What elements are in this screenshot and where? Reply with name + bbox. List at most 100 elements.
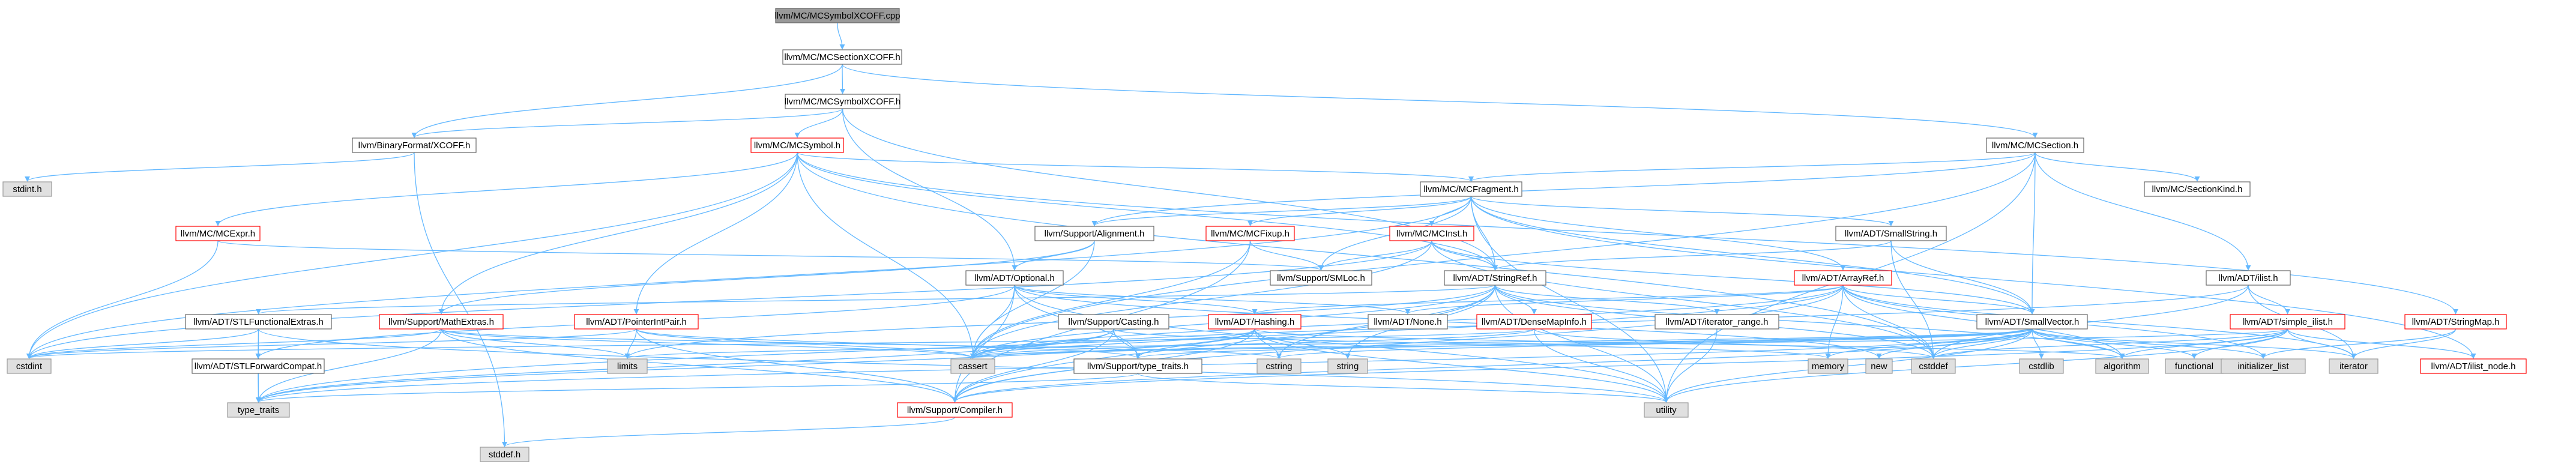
node-label: llvm/ADT/Optional.h (974, 273, 1054, 283)
node-label: llvm/Support/Alignment.h (1045, 229, 1145, 239)
node-llvm-binaryformat-xcoff-h[interactable]: llvm/BinaryFormat/XCOFF.h (352, 137, 477, 153)
node-llvm-adt-densemapinfo-h[interactable]: llvm/ADT/DenseMapInfo.h (1476, 314, 1592, 330)
node-label: utility (1656, 405, 1677, 415)
node-label: stddef.h (489, 450, 520, 460)
node-label: cstdint (16, 361, 43, 372)
edge-root-to-sectxcoff (837, 22, 845, 50)
node-llvm-mc-mcsymbol-h[interactable]: llvm/MC/MCSymbol.h (750, 137, 844, 153)
node-box (2404, 314, 2507, 330)
node-llvm-adt-pointerintpair-h[interactable]: llvm/ADT/PointerIntPair.h (574, 314, 699, 330)
node-llvm-mc-mcexpr-h[interactable]: llvm/MC/MCExpr.h (175, 226, 261, 241)
node-llvm-support-casting-h[interactable]: llvm/Support/Casting.h (1058, 314, 1169, 330)
edge-smallvector-to-utility (1664, 328, 2033, 403)
edge-mathextras-to-cstdint (26, 328, 442, 359)
node-box (379, 314, 504, 330)
edge-stringref-to-densemapinfo (1494, 285, 1537, 315)
node-cstddef: cstddef (1911, 358, 1956, 374)
node-label: llvm/ADT/STLForwardCompat.h (195, 361, 322, 372)
node-llvm-adt-stringmap-h[interactable]: llvm/ADT/StringMap.h (2404, 314, 2507, 330)
node-llvm-support-mathextras-h[interactable]: llvm/Support/MathExtras.h (379, 314, 504, 330)
node-label: llvm/ADT/SmallVector.h (1985, 317, 2080, 327)
node-llvm-mc-mcfixup-h[interactable]: llvm/MC/MCFixup.h (1205, 226, 1295, 241)
node-box (965, 270, 1064, 286)
node-box (7, 358, 52, 374)
node-stdint-h: stdint.h (2, 181, 52, 197)
edge-sectxcoff-to-mcsection (842, 64, 2038, 138)
node-llvm-mc-mcsymbolxcoff-cpp[interactable]: llvm/MC/MCSymbolXCOFF.cpp (774, 8, 900, 23)
node-llvm-adt-iterator-range-h[interactable]: llvm/ADT/iterator_range.h (1654, 314, 1779, 330)
node-box (227, 402, 290, 418)
node-llvm-adt-optional-h[interactable]: llvm/ADT/Optional.h (965, 270, 1064, 286)
edge-mcsymbol-to-mcfragment (797, 152, 1474, 182)
edge-densemapinfo-to-cstdint (26, 328, 1535, 359)
node-llvm-mc-mcsection-h[interactable]: llvm/MC/MCSection.h (1986, 137, 2084, 153)
node-llvm-adt-arrayref-h[interactable]: llvm/ADT/ArrayRef.h (1794, 270, 1892, 286)
node-llvm-adt-ilist-h[interactable]: llvm/ADT/ilist.h (2206, 270, 2291, 286)
node-llvm-support-alignment-h[interactable]: llvm/Support/Alignment.h (1034, 226, 1154, 241)
edge-mcfragment-to-mcinst (1429, 196, 1472, 226)
node-llvm-support-type-traits-h[interactable]: llvm/Support/type_traits.h (1073, 358, 1202, 374)
node-llvm-adt-none-h[interactable]: llvm/ADT/None.h (1368, 314, 1448, 330)
node-llvm-mc-mcsymbolxcoff-h[interactable]: llvm/MC/MCSymbolXCOFF.h (785, 94, 900, 109)
node-llvm-mc-mcsectionxcoff-h[interactable]: llvm/MC/MCSectionXCOFF.h (782, 49, 902, 65)
edge-mcfragment-to-smallstring (1470, 196, 1894, 226)
edge-mcsymbol-to-cstddef (797, 152, 1936, 359)
edge-hashing-to-cassert (970, 328, 1255, 359)
node-llvm-support-smloc-h[interactable]: llvm/Support/SMLoc.h (1270, 270, 1372, 286)
node-llvm-adt-simple-ilist-h[interactable]: llvm/ADT/simple_ilist.h (2230, 314, 2345, 330)
node-box (2420, 358, 2527, 374)
edge-arrayref-to-hashing (1252, 285, 1844, 315)
node-llvm-adt-stlfunctionalextras-h[interactable]: llvm/ADT/STLFunctionalExtras.h (185, 314, 332, 330)
node-cstdlib: cstdlib (2019, 358, 2064, 374)
edge-mcfixup-to-smloc (1249, 240, 1324, 271)
node-label: initializer_list (2237, 361, 2289, 372)
edge-simpleilist-to-cassert (970, 328, 2288, 359)
edge-arrayref-to-cstddef (1842, 285, 1937, 359)
node-label: cassert (958, 361, 988, 372)
node-llvm-adt-smallstring-h[interactable]: llvm/ADT/SmallString.h (1835, 226, 1947, 241)
edge-mathextras-to-compiler (441, 328, 958, 403)
edge-simpleilist-to-algorithm (2119, 328, 2288, 359)
edge-pointerint-to-typetraits_llvm (636, 328, 1141, 359)
node-llvm-adt-hashing-h[interactable]: llvm/ADT/Hashing.h (1208, 314, 1302, 330)
node-label: llvm/ADT/ilist.h (2218, 273, 2278, 283)
edge-mcsymbol-to-pointerint (633, 152, 798, 315)
edge-mcexpr-to-cstdint (26, 240, 219, 359)
edge-stringref-to-algorithm (1494, 285, 2125, 359)
node-label: llvm/MC/MCExpr.h (181, 229, 255, 239)
node-box (1835, 226, 1947, 241)
node-label: llvm/MC/MCFixup.h (1211, 229, 1290, 239)
edge-stringref-to-iterrange (1494, 285, 1720, 315)
node-label: llvm/ADT/iterator_range.h (1666, 317, 1769, 327)
edge-smallvector-to-initlist (2032, 328, 2266, 359)
edge-smallvector-to-limits (625, 328, 2033, 359)
node-label: llvm/MC/SectionKind.h (2152, 184, 2243, 194)
edge-casting-to-memory (1113, 328, 1831, 359)
edge-stringmap-to-iterator (2351, 328, 2457, 359)
node-label: functional (2175, 361, 2213, 372)
node-llvm-adt-stlforwardcompat-h[interactable]: llvm/ADT/STLForwardCompat.h (192, 358, 325, 374)
node-label: llvm/Support/SMLoc.h (1277, 273, 1365, 283)
node-llvm-adt-smallvector-h[interactable]: llvm/ADT/SmallVector.h (1976, 314, 2088, 330)
edge-smallvector-to-cstdlib (2032, 328, 2045, 359)
node-box (1208, 314, 1302, 330)
node-box (1986, 137, 2084, 153)
edge-stringref-to-compiler (952, 285, 1496, 403)
edge-mathextras-to-limits (441, 328, 630, 359)
edge-arrayref-to-smallvector (1842, 285, 2035, 315)
node-llvm-adt-stringref-h[interactable]: llvm/ADT/StringRef.h (1444, 270, 1546, 286)
node-llvm-adt-ilist-node-h[interactable]: llvm/ADT/ilist_node.h (2420, 358, 2527, 374)
node-llvm-mc-mcfragment-h[interactable]: llvm/MC/MCFragment.h (1420, 181, 1522, 197)
node-llvm-support-compiler-h[interactable]: llvm/Support/Compiler.h (897, 402, 1013, 418)
node-llvm-mc-mcinst-h[interactable]: llvm/MC/MCInst.h (1389, 226, 1474, 241)
edge-mcfixup-to-cassert (970, 240, 1251, 359)
node-box (950, 358, 995, 374)
node-label: llvm/MC/MCInst.h (1396, 229, 1467, 239)
edge-mcfragment-to-smallvector (1470, 196, 2035, 315)
edge-mcsymbol-to-stringref (797, 152, 1498, 271)
edge-simpleilist-to-utility (1664, 328, 2288, 403)
node-label: stdint.h (13, 184, 41, 194)
node-box (2206, 270, 2291, 286)
node-llvm-mc-sectionkind-h[interactable]: llvm/MC/SectionKind.h (2144, 181, 2251, 197)
node-label: new (1871, 361, 1887, 372)
